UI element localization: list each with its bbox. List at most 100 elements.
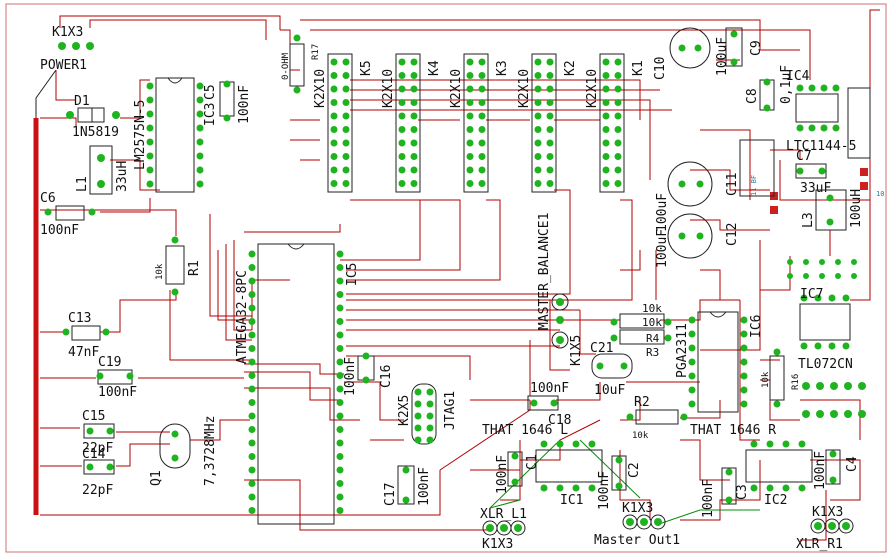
header-pin: [534, 58, 542, 66]
header-pin: [410, 85, 418, 93]
header-pin: [410, 58, 418, 66]
header-pin: [546, 58, 554, 66]
header-pin: [602, 153, 610, 160]
master-out-connector: K1X3 Master Out1: [594, 501, 680, 548]
header-pin: [466, 58, 474, 66]
header-pin: [410, 112, 418, 120]
c6-value: 100nF: [40, 223, 79, 238]
r1-resistor: 10k R1: [155, 236, 202, 296]
r16-value: 10k: [761, 371, 771, 388]
ic5-pin: [248, 277, 256, 285]
header-pin: [466, 153, 474, 160]
that-r-label: THAT 1646 R: [690, 423, 776, 438]
header-pin: [478, 139, 486, 147]
ic5-pin: [248, 385, 256, 393]
header-pin: [410, 180, 418, 187]
header-pin: [478, 180, 486, 187]
header-pin: [330, 112, 338, 120]
jtag-connector: K2X5 JTAG1: [397, 383, 458, 445]
header-pin: [466, 72, 474, 79]
ic5-pin: [248, 304, 256, 312]
r2-value: 10k: [632, 431, 649, 441]
header-part-label: K2X10: [449, 69, 464, 108]
c3-value: 100nF: [701, 479, 716, 518]
r4-label: R4: [646, 332, 660, 345]
power1-part-label: K1X3: [52, 25, 83, 40]
c18-capacitor: 100nF C18: [527, 381, 571, 428]
xlr-l1-connector: XLR_L1 K1X3: [480, 507, 527, 552]
header-part-label: K2X10: [517, 69, 532, 108]
header-pin: [466, 166, 474, 174]
header-pin: [466, 126, 474, 133]
c12-label: C12: [725, 223, 740, 246]
header-pin: [614, 58, 622, 66]
header-pin: [398, 72, 406, 79]
power1-label: POWER1: [40, 58, 87, 73]
ic5-pin: [248, 331, 256, 339]
ic5-pin: [336, 480, 344, 487]
header-pin: [478, 153, 486, 160]
c11-value: 100uF: [655, 193, 670, 232]
header-pin: [410, 139, 418, 147]
wiring: [40, 9, 880, 541]
header-pin: [342, 112, 350, 120]
header-pin: [546, 180, 554, 187]
c15-value: 22pF: [82, 441, 113, 456]
ic5-pin: [248, 493, 256, 501]
header-pin: [546, 166, 554, 174]
header-pin: [546, 112, 554, 120]
ic5-pin: [248, 358, 256, 366]
r3-value: 10k: [642, 316, 662, 329]
ic5-pin: [248, 466, 256, 474]
ic5-pin: [336, 493, 344, 501]
header-pin: [614, 85, 622, 93]
header-pin: [546, 126, 554, 133]
d1-value: 1N5819: [72, 125, 119, 140]
c4-value: 100nF: [813, 451, 828, 490]
c5-label: C5: [203, 84, 218, 100]
header-pin: [330, 139, 338, 147]
header-pin: [466, 112, 474, 120]
header-pin: [614, 139, 622, 147]
header-pin: [602, 72, 610, 79]
ic7-label: IC7: [800, 287, 823, 302]
c11-capacitor: C11 100uF: [655, 161, 740, 232]
c21-capacitor: C21 10uF: [590, 341, 633, 398]
ic6-value: PGA2311: [675, 323, 690, 378]
header-pin: [546, 99, 554, 106]
c6-capacitor: C6 100nF: [40, 191, 96, 238]
header-pin: [398, 139, 406, 147]
header-pin: [534, 85, 542, 93]
ic6-pga2311: PGA2311 IC6: [675, 311, 764, 413]
ic5-pin: [248, 399, 256, 406]
c21-value: 10uF: [594, 383, 625, 398]
header-part-label: K2X10: [381, 69, 396, 108]
header-part-label: K2X10: [585, 69, 600, 108]
c15-capacitor: C15 22pF: [82, 409, 115, 456]
c5-capacitor: 100nF: [219, 80, 252, 124]
c21-label: C21: [590, 341, 613, 356]
header-pin: [398, 112, 406, 120]
c13-value: 47nF: [68, 345, 99, 360]
c16-value: 100nF: [343, 357, 358, 396]
r4-value: 10k: [642, 302, 662, 315]
master-out-label: Master Out1: [594, 533, 680, 548]
header-pin: [614, 112, 622, 120]
header-pin: [546, 72, 554, 79]
header-pin: [614, 180, 622, 187]
header-pin: [342, 58, 350, 66]
header-part-label: K2X10: [313, 69, 328, 108]
c3-label: C3: [735, 484, 750, 500]
header-pin: [546, 85, 554, 93]
header-pin: [398, 180, 406, 187]
header-pin: [534, 180, 542, 187]
ic5-pin: [336, 412, 344, 420]
ic5-pin: [336, 331, 344, 339]
ic4-value: LTC1144-5: [786, 139, 856, 154]
master-out-part: K1X3: [622, 501, 653, 516]
c12-value: 100uF: [655, 229, 670, 268]
ic5-value: ATMEGA32-8PC: [235, 270, 250, 364]
r2-label: R2: [634, 395, 650, 410]
